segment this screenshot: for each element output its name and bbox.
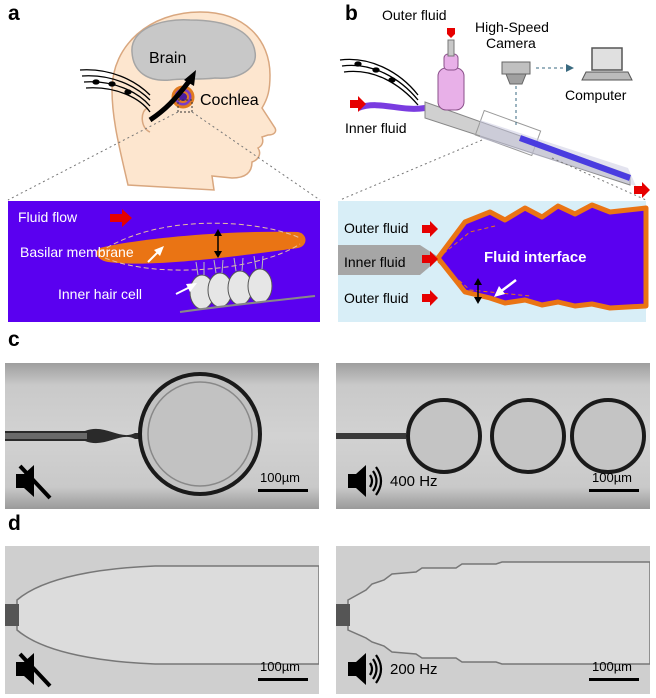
label-outer-fluid-1: Outer fluid	[344, 220, 409, 236]
label-inner-hair-cell: Inner hair cell	[58, 286, 143, 302]
scale-text-c-right: 100µm	[592, 470, 633, 485]
panel-b-illustration	[338, 28, 650, 322]
label-inner-fluid: Inner fluid	[345, 120, 407, 136]
scale-text-d-right: 100µm	[592, 659, 633, 674]
micrograph-d-sound	[336, 546, 650, 694]
freq-label-c: 400 Hz	[390, 473, 438, 490]
label-camera: Camera	[486, 35, 536, 51]
micrograph-c-sound	[336, 363, 650, 509]
label-outer-fluid-top: Outer fluid	[382, 7, 447, 23]
inner-hair-cells	[179, 255, 316, 313]
scale-text-c-left: 100µm	[260, 470, 301, 485]
speaker-muted-icon	[16, 464, 52, 500]
scale-bar-d-right	[589, 678, 639, 681]
speaker-muted-icon	[16, 652, 52, 688]
label-inner-fluid-2: Inner fluid	[344, 254, 406, 270]
label-fluid-interface: Fluid interface	[484, 249, 587, 266]
label-brain: Brain	[149, 50, 187, 67]
speaker-sound-icon	[348, 653, 383, 685]
label-computer: Computer	[565, 87, 627, 103]
label-basilar-membrane: Basilar membrane	[20, 244, 134, 260]
laptop-icon	[581, 47, 633, 81]
scale-bar-d-left	[258, 678, 308, 681]
music-notes-icon	[79, 69, 151, 113]
freq-label-d: 200 Hz	[390, 661, 438, 678]
label-fluid-flow: Fluid flow	[18, 209, 78, 225]
label-outer-fluid-2: Outer fluid	[344, 290, 409, 306]
label-high-speed: High-Speed	[475, 19, 549, 35]
panel-label-a: a	[8, 2, 20, 25]
speaker-sound-icon	[348, 465, 383, 497]
panel-label-d: d	[8, 512, 21, 535]
micrograph-d-silent	[5, 546, 319, 694]
scale-bar-c-left	[258, 489, 308, 492]
panel-label-c: c	[8, 328, 20, 351]
panel-label-b: b	[345, 2, 358, 25]
camera-icon	[501, 61, 531, 85]
micrograph-c-silent	[5, 363, 319, 509]
brain-shape	[131, 19, 256, 81]
label-cochlea: Cochlea	[200, 92, 259, 109]
scale-bar-c-right	[589, 489, 639, 492]
scale-text-d-left: 100µm	[260, 659, 301, 674]
fluid-interface-shape	[435, 202, 649, 311]
basilar-membrane	[96, 231, 306, 264]
panel-a-illustration	[7, 11, 321, 322]
music-notes-icon	[339, 58, 419, 106]
